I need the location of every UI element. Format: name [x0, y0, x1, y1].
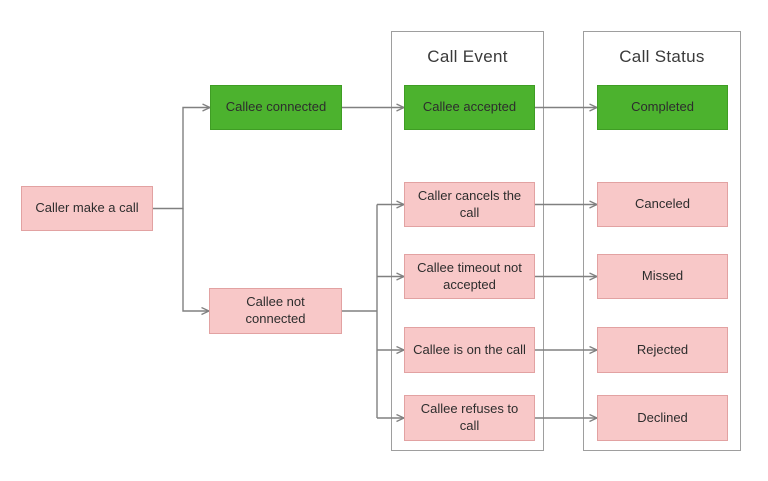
node-caller-make-a-call: Caller make a call	[21, 186, 153, 231]
node-status-rejected: Rejected	[597, 327, 728, 373]
node-status-declined: Declined	[597, 395, 728, 441]
node-callee-accepted: Callee accepted	[404, 85, 535, 130]
edge-caller-to-callee-not-connected	[182, 208, 209, 312]
node-label: Missed	[641, 268, 684, 284]
node-status-completed: Completed	[597, 85, 728, 130]
node-label: Completed	[631, 99, 694, 115]
node-label: Rejected	[636, 341, 689, 357]
node-label: Callee refuses to call	[420, 401, 519, 433]
node-status-missed: Missed	[597, 254, 728, 299]
node-label: Canceled	[635, 196, 690, 212]
node-callee-not-connected: Callee not connected	[209, 288, 342, 334]
node-label: Callee accepted	[422, 99, 517, 115]
panel-call-event-title: Call Event	[427, 47, 508, 66]
node-label: Caller cancels the call	[417, 187, 522, 220]
node-label: Callee connected	[225, 99, 327, 115]
node-caller-cancels-the-call: Caller cancels the call	[404, 182, 535, 227]
node-callee-timeout-not-accepted: Callee timeout not accepted	[404, 254, 535, 299]
panel-call-status-title: Call Status	[619, 47, 705, 66]
node-label: Callee timeout not accepted	[417, 259, 522, 292]
node-callee-is-on-the-call: Callee is on the call	[404, 327, 535, 373]
node-callee-connected: Callee connected	[210, 85, 342, 130]
node-label: Caller make a call	[35, 200, 139, 216]
node-label: Callee is on the call	[413, 341, 526, 357]
node-callee-refuses-to-call: Callee refuses to call	[404, 395, 535, 441]
node-label: Declined	[637, 409, 688, 425]
node-label: Callee not connected	[245, 294, 306, 326]
edge-caller-to-callee-connected	[153, 108, 210, 210]
node-status-canceled: Canceled	[597, 182, 728, 227]
